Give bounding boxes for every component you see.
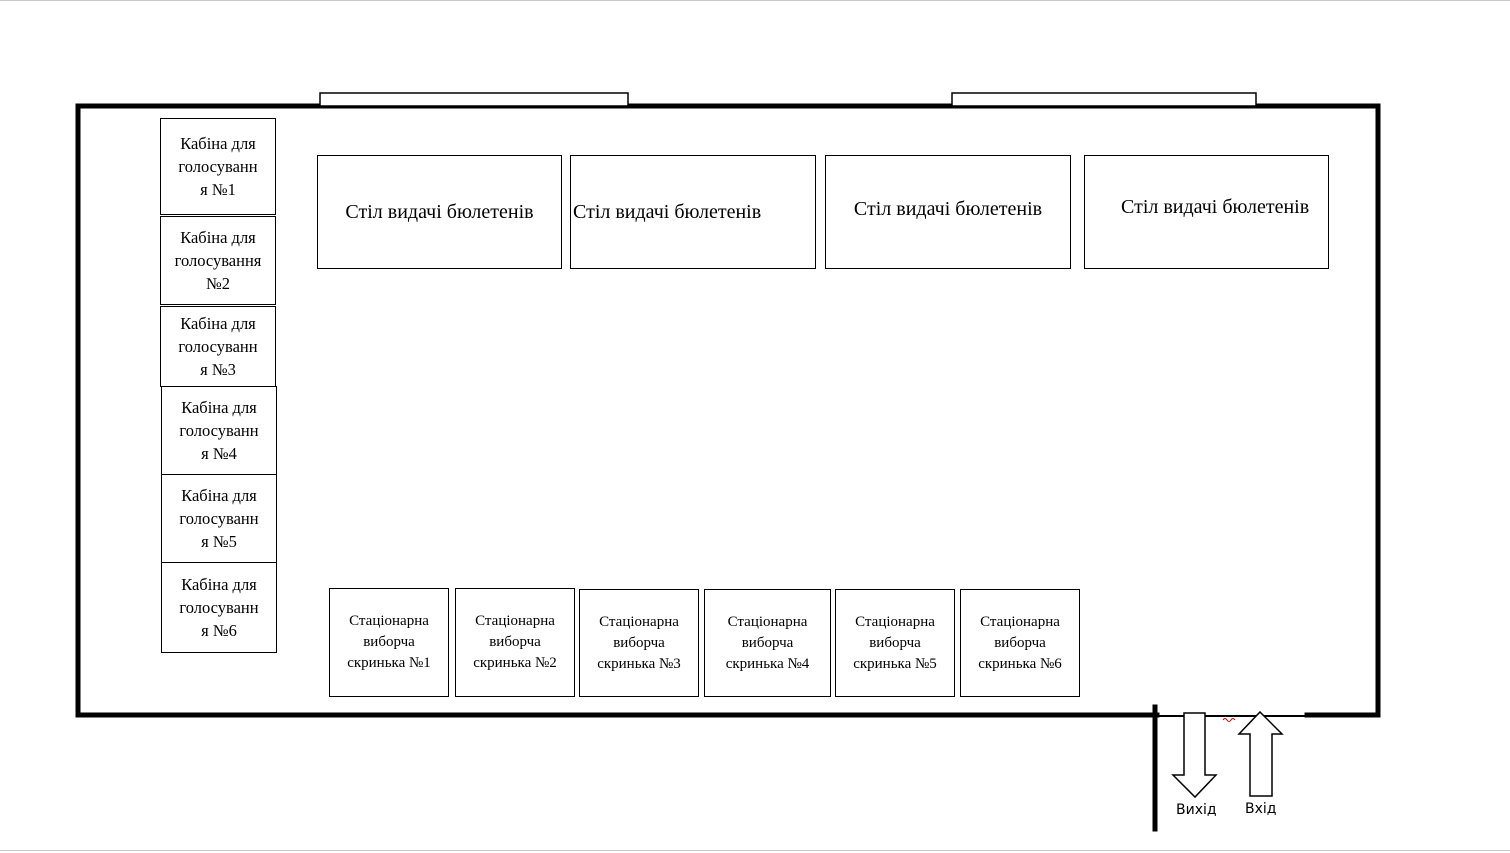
window-2 [951, 92, 1257, 107]
voting-booth-4: Кабіна для голосуванн я №4 [161, 386, 277, 475]
spellcheck-squiggle [1222, 718, 1236, 722]
voting-booth-3: Кабіна для голосуванн я №3 [160, 306, 276, 387]
voting-booth-5: Кабіна для голосуванн я №5 [161, 474, 277, 563]
ballot-table-4: Стіл видачі бюлетенів [1084, 155, 1329, 269]
exit-arrow-icon [1171, 712, 1218, 799]
ballot-box-1: Стаціонарна виборча скринька №1 [329, 588, 449, 697]
ballot-box-6: Стаціонарна виборча скринька №6 [960, 589, 1080, 697]
entry-arrow-icon [1237, 710, 1284, 797]
walls [75, 103, 1381, 832]
window-1 [319, 92, 629, 107]
entry-label: Вхід [1245, 801, 1277, 817]
ballot-table-3: Стіл видачі бюлетенів [825, 155, 1071, 269]
ballot-box-5: Стаціонарна виборча скринька №5 [835, 589, 955, 697]
page-top-edge [0, 0, 1510, 1]
voting-booth-1: Кабіна для голосуванн я №1 [160, 118, 276, 215]
ballot-table-1: Стіл видачі бюлетенів [317, 155, 562, 269]
exit-label: Вихід [1176, 802, 1217, 818]
ballot-box-4: Стаціонарна виборча скринька №4 [704, 589, 831, 697]
ballot-box-3: Стаціонарна виборча скринька №3 [579, 589, 699, 697]
voting-booth-6: Кабіна для голосуванн я №6 [161, 562, 277, 653]
outer-wall [75, 103, 1381, 718]
ballot-box-2: Стаціонарна виборча скринька №2 [455, 588, 575, 697]
ballot-table-2: Стіл видачі бюлетенів [570, 155, 816, 269]
page-bottom-edge [0, 850, 1510, 851]
voting-booth-2: Кабіна для голосування №2 [160, 216, 276, 305]
